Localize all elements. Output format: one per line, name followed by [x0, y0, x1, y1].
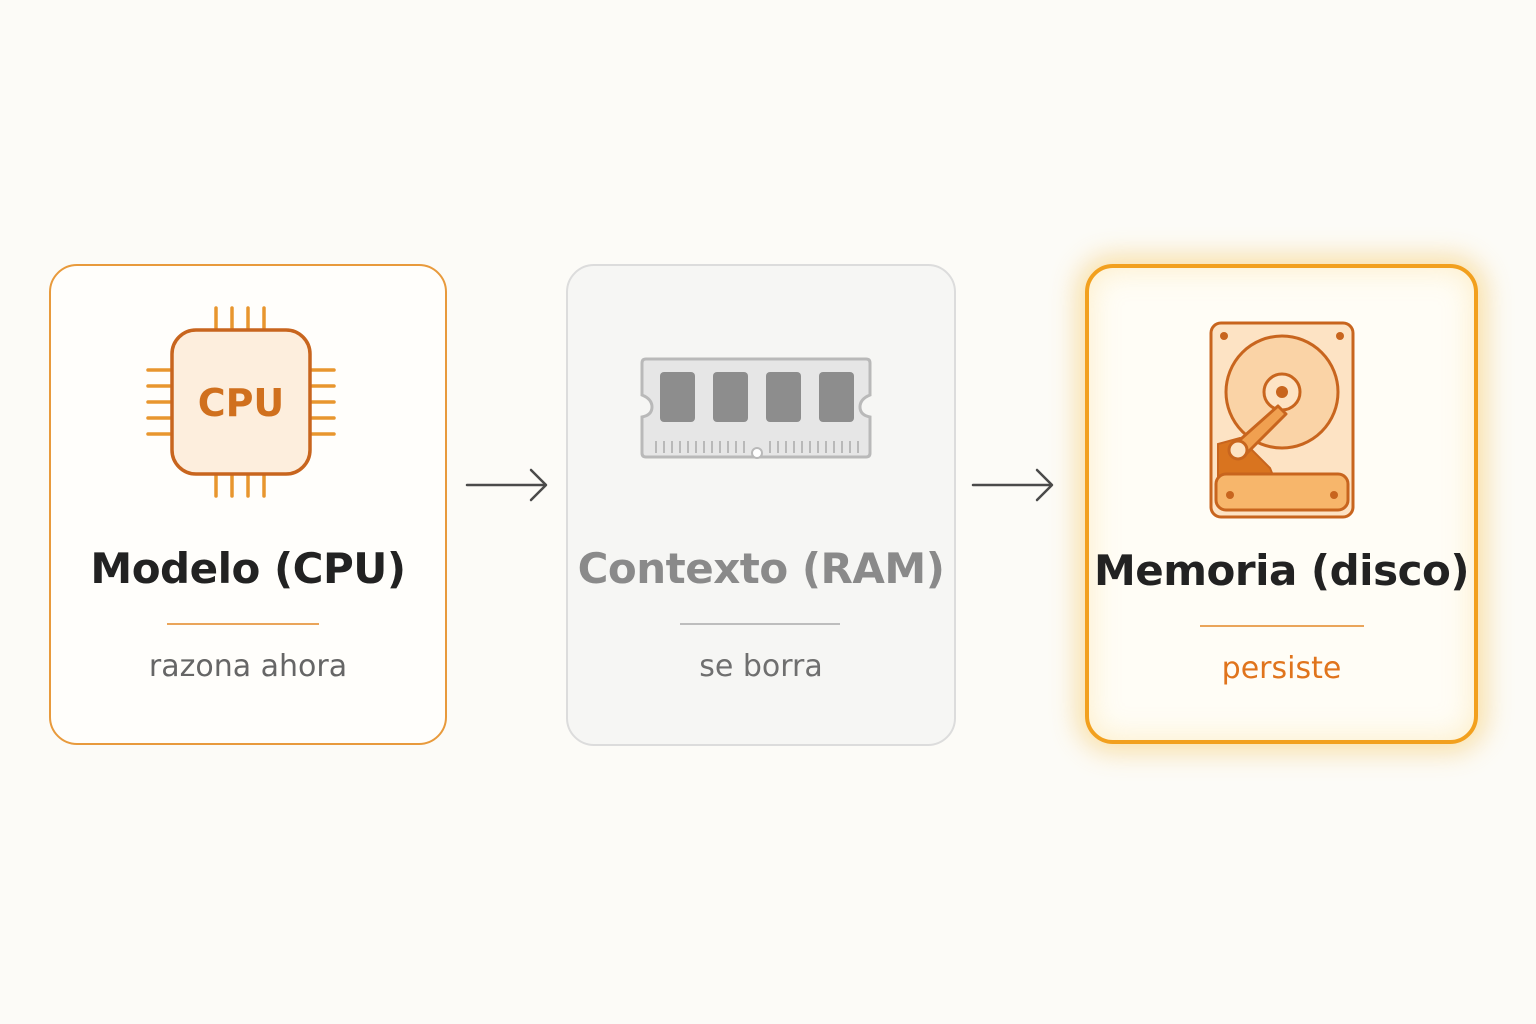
step-title: Memoria (disco)	[1093, 546, 1470, 595]
step-title: Contexto (RAM)	[577, 544, 945, 593]
arrow-right-icon	[465, 468, 548, 502]
cpu-chip-label: CPU	[198, 381, 285, 425]
divider	[167, 623, 319, 625]
divider	[1200, 625, 1364, 627]
step-title: Modelo (CPU)	[90, 544, 406, 593]
step-subtitle: persiste	[1221, 651, 1342, 686]
step-card-context: Contexto (RAM) se borra	[566, 264, 956, 746]
cpu-chip-icon: CPU	[146, 306, 336, 498]
divider	[680, 623, 840, 625]
step-card-memory: Memoria (disco) persiste	[1085, 264, 1478, 744]
step-subtitle: se borra	[699, 649, 823, 684]
hard-disk-icon	[1209, 321, 1355, 519]
ram-module-icon	[640, 357, 872, 459]
arrow-right-icon	[971, 468, 1054, 502]
step-card-model: CPU Modelo (CPU) razona ahora	[49, 264, 447, 745]
step-subtitle: razona ahora	[148, 649, 348, 684]
